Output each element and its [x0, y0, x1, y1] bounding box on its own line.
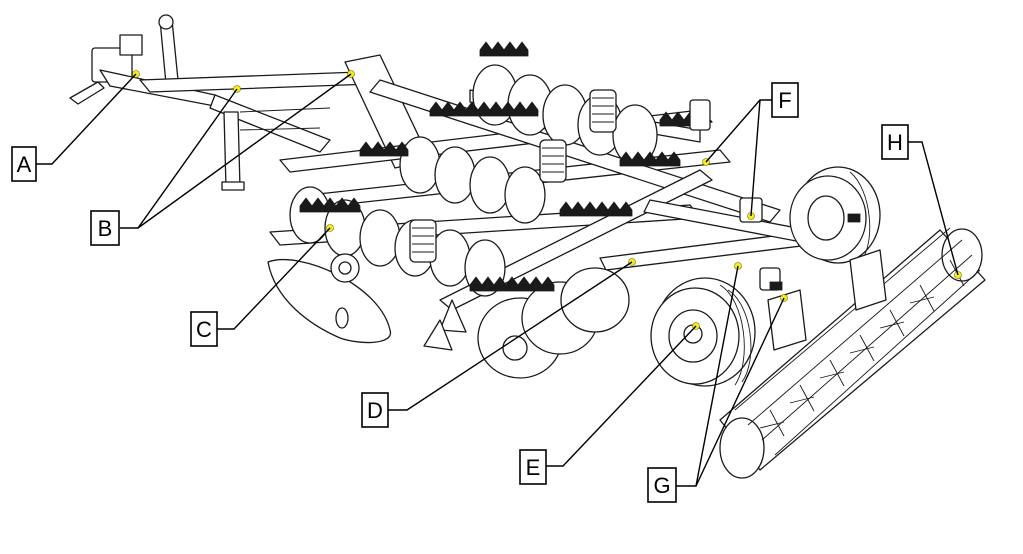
leader-c: [217, 227, 331, 330]
hitch-drawbar: [69, 14, 373, 191]
callout-d: D: [361, 392, 389, 428]
callout-a: A: [11, 146, 37, 182]
callout-g-text: G: [653, 473, 670, 498]
front-skid: [267, 253, 391, 344]
leader-lines: [35, 73, 959, 487]
brackets: [423, 99, 861, 351]
leader-h: [906, 141, 959, 276]
leader-d: [388, 261, 633, 411]
callout-h-text: H: [887, 130, 903, 155]
large-disc: [477, 267, 630, 379]
implement-drawing: [69, 14, 986, 479]
callout-a-text: A: [17, 152, 32, 177]
transport-wheel-rear: [789, 166, 881, 264]
callout-b-text: B: [98, 216, 113, 241]
callout-c-text: C: [196, 317, 212, 342]
callout-e-text: E: [526, 455, 541, 480]
leader-g2: [695, 297, 785, 487]
leader-e: [546, 325, 697, 467]
callout-h: H: [881, 124, 909, 160]
callout-labels: A B C D E F G H: [11, 82, 909, 503]
leader-f2: [750, 99, 761, 217]
callout-d-text: D: [367, 398, 383, 423]
callout-f-text: F: [778, 88, 791, 113]
coil-springs: [409, 89, 617, 263]
leader-b2: [137, 73, 352, 229]
callout-c: C: [190, 311, 218, 347]
callout-g: G: [647, 467, 677, 503]
callout-e: E: [519, 449, 547, 485]
callout-f: F: [771, 82, 799, 118]
transport-wheel-front: [650, 277, 756, 387]
rear-roller: [719, 227, 986, 479]
callout-b: B: [90, 210, 120, 246]
tine-rows: [299, 41, 697, 292]
leader-a: [35, 73, 137, 165]
